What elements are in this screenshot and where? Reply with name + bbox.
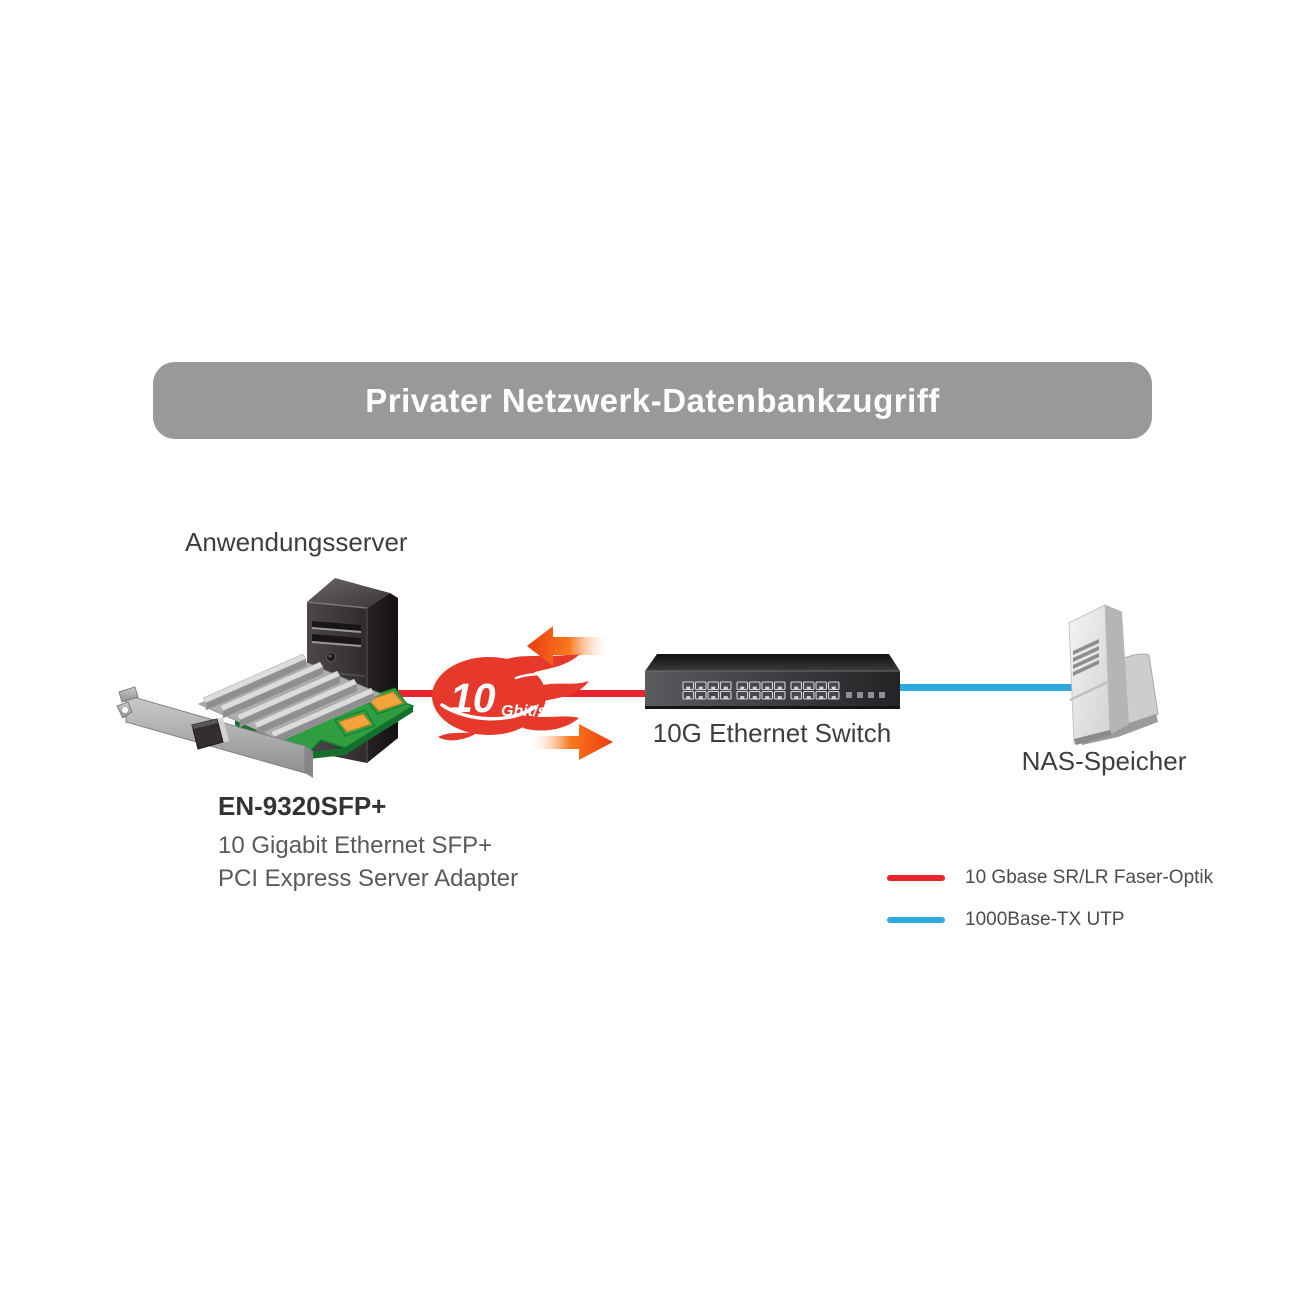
legend-item-fiber: 10 Gbase SR/LR Faser-Optik bbox=[887, 866, 1213, 889]
nas-icon bbox=[1068, 604, 1159, 745]
badge-speed-value: 10 bbox=[450, 675, 496, 721]
legend: 10 Gbase SR/LR Faser-Optik 1000Base-TX U… bbox=[887, 866, 1213, 950]
arrow-left-icon bbox=[527, 626, 612, 666]
title-banner: Privater Netzwerk-Datenbankzugriff bbox=[153, 362, 1152, 439]
app-server-label: Anwendungsserver bbox=[185, 527, 408, 557]
adapter-info: EN-9320SFP+ 10 Gigabit Ethernet SFP+ PCI… bbox=[218, 791, 518, 895]
page-title: Privater Netzwerk-Datenbankzugriff bbox=[365, 381, 940, 419]
adapter-model: EN-9320SFP+ bbox=[218, 791, 387, 821]
nas-label: NAS-Speicher bbox=[1021, 746, 1187, 776]
badge-speed-unit: Gbit/s bbox=[501, 703, 546, 720]
ethernet-switch-icon bbox=[645, 654, 900, 709]
adapter-desc-line2: PCI Express Server Adapter bbox=[218, 865, 519, 892]
legend-label-utp: 1000Base-TX UTP bbox=[965, 908, 1125, 930]
switch-label: 10G Ethernet Switch bbox=[652, 718, 892, 748]
legend-item-utp: 1000Base-TX UTP bbox=[887, 908, 1213, 931]
adapter-desc-line1: 10 Gigabit Ethernet SFP+ bbox=[218, 832, 493, 859]
pcie-adapter-icon bbox=[116, 653, 415, 778]
legend-swatch-fiber bbox=[887, 874, 945, 881]
utp-link-line bbox=[896, 684, 1072, 691]
legend-swatch-utp bbox=[887, 916, 945, 923]
arrow-right-icon bbox=[527, 724, 613, 760]
legend-label-fiber: 10 Gbase SR/LR Faser-Optik bbox=[965, 866, 1214, 888]
speed-flame-badge: 10 Gbit/s bbox=[432, 653, 589, 741]
